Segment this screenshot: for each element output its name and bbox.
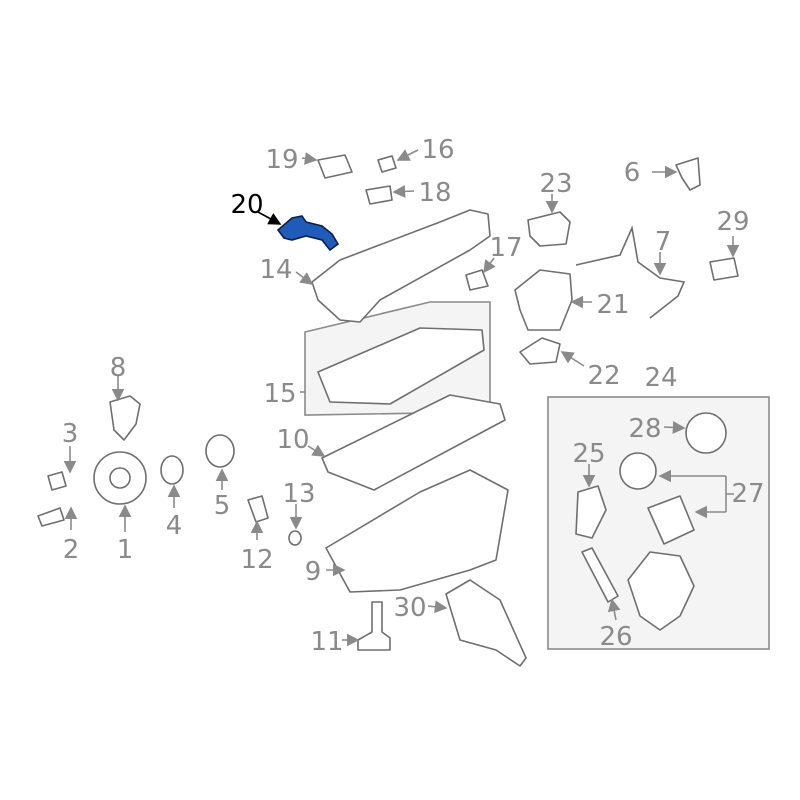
part-23-bracket[interactable] <box>527 211 571 247</box>
part-3-bolt[interactable] <box>47 471 67 491</box>
part-30-cover[interactable] <box>445 579 527 667</box>
part-7-wire-sensor[interactable] <box>575 225 686 319</box>
part-26-seal[interactable] <box>581 547 619 603</box>
callout-4[interactable]: 4 <box>166 511 183 541</box>
callout-24[interactable]: 24 <box>644 363 677 393</box>
part-15-gasket-set[interactable] <box>317 327 485 405</box>
part-6-sensor[interactable] <box>675 157 701 191</box>
part-12-plug[interactable] <box>247 495 269 523</box>
part-16-clip[interactable] <box>377 155 397 173</box>
callout-7[interactable]: 7 <box>655 227 672 257</box>
callout-25[interactable]: 25 <box>572 439 605 469</box>
callout-1[interactable]: 1 <box>117 535 134 565</box>
part-10-oil-pan-gasket[interactable] <box>321 394 506 491</box>
callout-12[interactable]: 12 <box>240 545 273 575</box>
part-2-bolt[interactable] <box>37 507 65 527</box>
part-17-sensor[interactable] <box>465 269 489 291</box>
callout-6[interactable]: 6 <box>624 158 641 188</box>
part-14-valve-cover[interactable] <box>311 209 491 323</box>
callout-29[interactable]: 29 <box>716 207 749 237</box>
callout-9[interactable]: 9 <box>305 557 322 587</box>
callout-13[interactable]: 13 <box>282 479 315 509</box>
part-27-filter[interactable] <box>647 495 695 545</box>
part-13-washer[interactable] <box>288 530 302 546</box>
part-27-oring[interactable] <box>619 452 657 490</box>
callout-18[interactable]: 18 <box>418 178 451 208</box>
callout-2[interactable]: 2 <box>63 535 80 565</box>
part-9-oil-pan[interactable] <box>325 469 509 593</box>
callout-20-highlighted[interactable]: 20 <box>230 190 263 220</box>
callout-8[interactable]: 8 <box>110 353 127 383</box>
part-5-seal[interactable] <box>205 434 235 468</box>
callout-16[interactable]: 16 <box>421 135 454 165</box>
part-4-seal[interactable] <box>160 455 184 485</box>
part-22-gasket[interactable] <box>519 337 561 365</box>
part-11-dipstick-tube[interactable] <box>357 601 391 651</box>
callout-26[interactable]: 26 <box>599 622 632 652</box>
part-29-switch[interactable] <box>709 257 739 281</box>
callout-10[interactable]: 10 <box>276 425 309 455</box>
part-20-hose-pipe[interactable] <box>276 215 340 252</box>
callout-15[interactable]: 15 <box>263 379 296 409</box>
callout-30[interactable]: 30 <box>393 593 426 623</box>
part-28-cap[interactable] <box>685 412 727 454</box>
callout-11[interactable]: 11 <box>310 627 343 657</box>
leader-lines <box>63 149 740 647</box>
oil-filter-housing[interactable] <box>627 551 695 631</box>
callout-23[interactable]: 23 <box>539 169 572 199</box>
callout-28[interactable]: 28 <box>628 414 661 444</box>
callout-27[interactable]: 27 <box>731 479 764 509</box>
callout-17[interactable]: 17 <box>489 233 522 263</box>
callout-5[interactable]: 5 <box>214 491 231 521</box>
callout-21[interactable]: 21 <box>596 290 629 320</box>
pulley-hub <box>109 467 131 489</box>
part-21-oil-housing[interactable] <box>514 269 573 331</box>
callout-labels: 1 2 3 4 5 6 7 8 9 10 11 12 13 14 15 16 1… <box>62 135 765 657</box>
part-8-sensor[interactable] <box>109 395 141 441</box>
part-19-gasket[interactable] <box>317 154 353 179</box>
callout-19[interactable]: 19 <box>265 145 298 175</box>
part-18-seal[interactable] <box>365 185 393 205</box>
callout-14[interactable]: 14 <box>259 255 292 285</box>
callout-22[interactable]: 22 <box>587 361 620 391</box>
callout-3[interactable]: 3 <box>62 419 79 449</box>
